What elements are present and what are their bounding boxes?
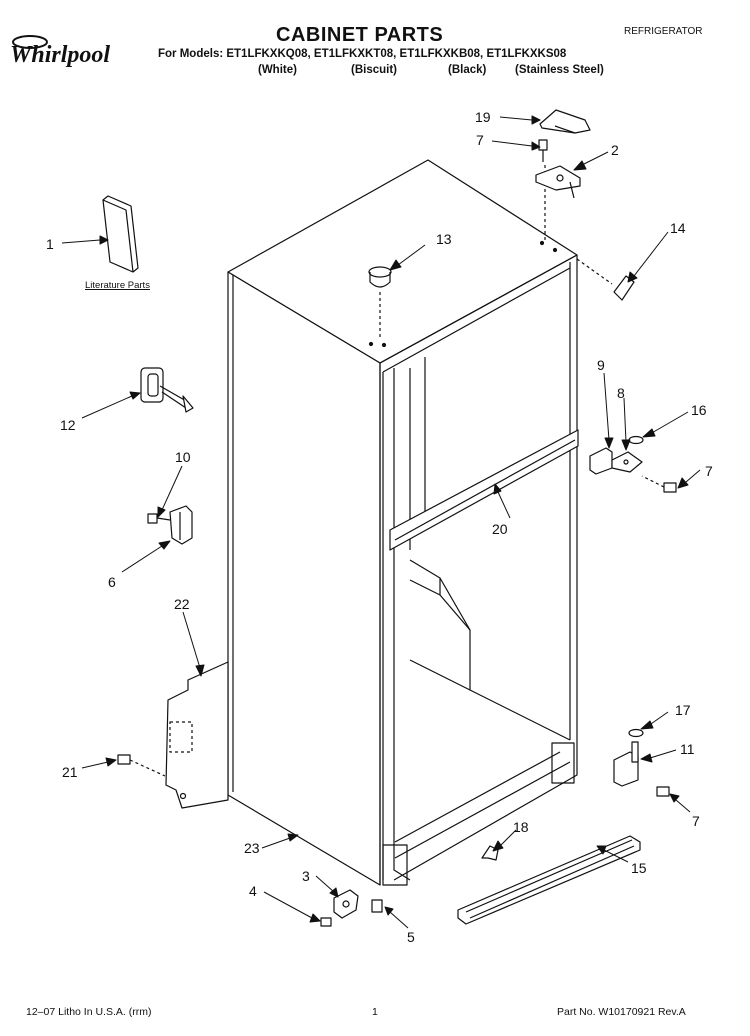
callout-15: 15 <box>631 860 647 876</box>
leveling-leg-bracket <box>140 367 194 413</box>
whirlpool-logo: Whirlpool <box>10 35 110 68</box>
literature-parts-label: Literature Parts <box>85 280 150 291</box>
page-number: 1 <box>372 1006 378 1018</box>
callout-8: 8 <box>617 385 625 401</box>
callout-13: 13 <box>436 231 452 247</box>
callout-17: 17 <box>675 702 691 718</box>
top-hinge-cover <box>539 109 591 134</box>
callout-9: 9 <box>597 357 605 373</box>
callout-10: 10 <box>175 449 191 465</box>
callout-4: 4 <box>249 883 257 899</box>
callout-7-bottom: 7 <box>692 813 700 829</box>
roller-screw-5 <box>371 899 383 913</box>
cabinet-plug <box>368 266 392 288</box>
callout-22: 22 <box>174 596 190 612</box>
hinge-screw-mid <box>641 475 677 493</box>
callout-23: 23 <box>244 840 260 856</box>
cabinet <box>227 159 578 886</box>
category-label: REFRIGERATOR <box>624 26 703 37</box>
roller-screw <box>320 917 332 927</box>
callout-14: 14 <box>670 220 686 236</box>
callout-16: 16 <box>691 402 707 418</box>
door-stop-bracket <box>147 505 193 545</box>
hinge-screw-bottom <box>656 786 670 797</box>
callout-21: 21 <box>62 764 78 780</box>
hinge-screw-top <box>538 139 548 162</box>
rear-access-cover <box>165 661 229 809</box>
callout-6: 6 <box>108 574 116 590</box>
callout-5: 5 <box>407 929 415 945</box>
model-list: For Models: ET1LFKXKQ08, ET1LFKXKT08, ET… <box>158 48 567 60</box>
callout-3: 3 <box>302 868 310 884</box>
base-grille <box>457 835 641 925</box>
bottom-hinge <box>613 741 639 787</box>
hinge-washer-17 <box>628 728 644 738</box>
callout-19: 19 <box>475 109 491 125</box>
callout-20: 20 <box>492 521 508 537</box>
page-title: CABINET PARTS <box>276 24 444 46</box>
callout-18: 18 <box>513 819 529 835</box>
callout-2: 2 <box>611 142 619 158</box>
center-hinge <box>589 447 643 475</box>
color-black: (Black) <box>448 64 487 76</box>
callout-12: 12 <box>60 417 76 433</box>
literature-booklet <box>102 195 139 273</box>
callout-7-middle: 7 <box>705 463 713 479</box>
leader-lines <box>61 115 701 929</box>
callout-11: 11 <box>680 741 695 757</box>
part-number: Part No. W10170921 Rev.A <box>557 1006 686 1018</box>
color-stainless-steel: (Stainless Steel) <box>515 64 604 76</box>
callout-1: 1 <box>46 236 54 252</box>
leveling-roller <box>333 889 359 919</box>
brand-wordmark: Whirlpool <box>10 42 110 68</box>
litho-note: 12–07 Litho In U.S.A. (rrm) <box>26 1006 152 1018</box>
rear-screw <box>117 754 166 777</box>
hinge-washer-16 <box>628 435 644 445</box>
callout-7-top: 7 <box>476 132 484 148</box>
top-hinge <box>535 165 581 199</box>
color-biscuit: (Biscuit) <box>351 64 397 76</box>
color-white: (White) <box>258 64 297 76</box>
